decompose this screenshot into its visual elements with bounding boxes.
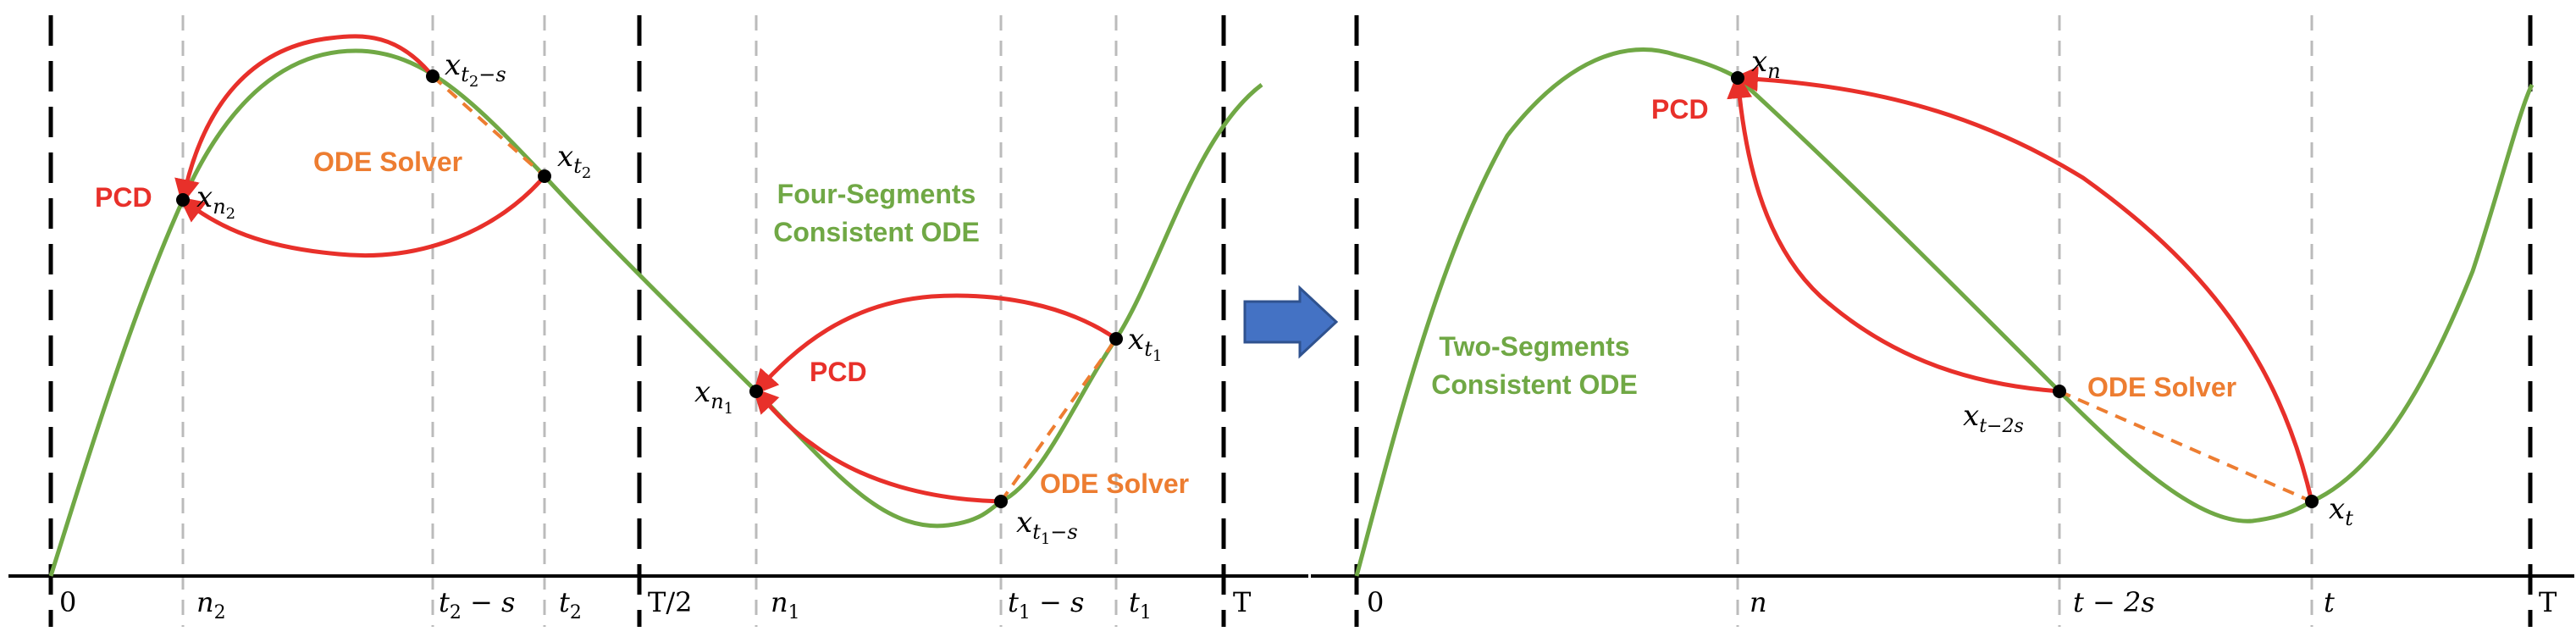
point-x-n1 [749, 385, 763, 398]
point-x-n2 [176, 193, 190, 207]
right-pcd-arc-from-xt [1733, 66, 2314, 502]
transition-arrow [1243, 285, 1339, 359]
point-x-t [2305, 495, 2319, 508]
point-x-t2 [538, 169, 551, 183]
label-x-t1-s: xt1−s [1016, 506, 1078, 548]
left-pcd-arc-bottom-lower [752, 387, 1002, 504]
left-panel: xn2 xt2−s xt2 xn1 xt1 xt1−s PCD ODE Solv… [8, 15, 1308, 627]
left-pcd-arc-bottom-upper [752, 293, 1118, 396]
left-tick-t2: t2 [559, 586, 582, 623]
left-tick-t1-s: t1 − s [1008, 586, 1084, 623]
left-points [176, 69, 1123, 508]
left-pcd-label-bottom: PCD [810, 357, 867, 387]
right-consistent-line1: Two-Segments [1439, 331, 1629, 362]
left-tick-n1: n1 [771, 586, 800, 623]
left-ode-solver-label-bottom: ODE Solver [1040, 468, 1189, 499]
right-tick-t: t [2324, 586, 2335, 618]
point-x-t-2s [2053, 385, 2066, 398]
right-ode-solver-label: ODE Solver [2087, 372, 2236, 402]
point-x-t1-s [994, 495, 1008, 508]
left-ode-dash-bottom [999, 337, 1118, 503]
label-x-t1: xt1 [1128, 323, 1162, 365]
label-x-n2: xn2 [196, 180, 235, 223]
left-tick-t1: t1 [1129, 586, 1152, 623]
left-consistent-line2: Consistent ODE [773, 217, 980, 247]
label-x-t-2s: xt−2s [1963, 399, 2024, 437]
right-ode-dash [2059, 390, 2313, 503]
point-x-n [1731, 71, 1744, 85]
left-guides [181, 15, 1118, 627]
left-pcd-arc-upper [174, 34, 434, 205]
left-tick-t2-s: t2 − s [439, 586, 515, 623]
right-consistent-line2: Consistent ODE [1431, 369, 1638, 400]
left-tick-T: T [1233, 586, 1252, 618]
left-pcd-arc-lower [179, 174, 546, 258]
left-tick-n2: n2 [196, 586, 226, 623]
label-x-n1: xn1 [694, 375, 733, 418]
right-boundaries [1354, 15, 2533, 627]
point-x-t2-s [426, 69, 439, 83]
left-ode-dash-top [431, 75, 546, 178]
right-points [1731, 71, 2319, 508]
right-tick-t-2s: t − 2s [2073, 586, 2155, 618]
left-consistent-line1: Four-Segments [777, 179, 976, 209]
left-boundaries [48, 15, 1226, 627]
point-x-t1 [1109, 332, 1123, 346]
right-pcd-label: PCD [1651, 94, 1709, 125]
right-panel: xn xt−2s xt PCD ODE Solver Two-Segments … [1311, 15, 2574, 627]
left-tick-0: 0 [59, 586, 76, 618]
right-tick-n: n [1750, 586, 1767, 618]
left-pcd-label-top: PCD [95, 182, 152, 213]
label-x-t2: xt2 [557, 140, 591, 182]
right-tick-0: 0 [1367, 586, 1384, 618]
label-x-t: xt [2329, 492, 2353, 530]
right-guides [1736, 15, 2313, 627]
right-trajectory [1354, 47, 2535, 577]
left-tick-T2: T/2 [648, 586, 692, 618]
right-pcd-arc-from-xt2s [1727, 73, 2060, 394]
right-tick-T: T [2539, 586, 2557, 618]
label-x-t2-s: xt2−s [445, 48, 506, 91]
left-ode-solver-label-top: ODE Solver [313, 147, 462, 177]
label-x-n: xn [1751, 45, 1781, 83]
